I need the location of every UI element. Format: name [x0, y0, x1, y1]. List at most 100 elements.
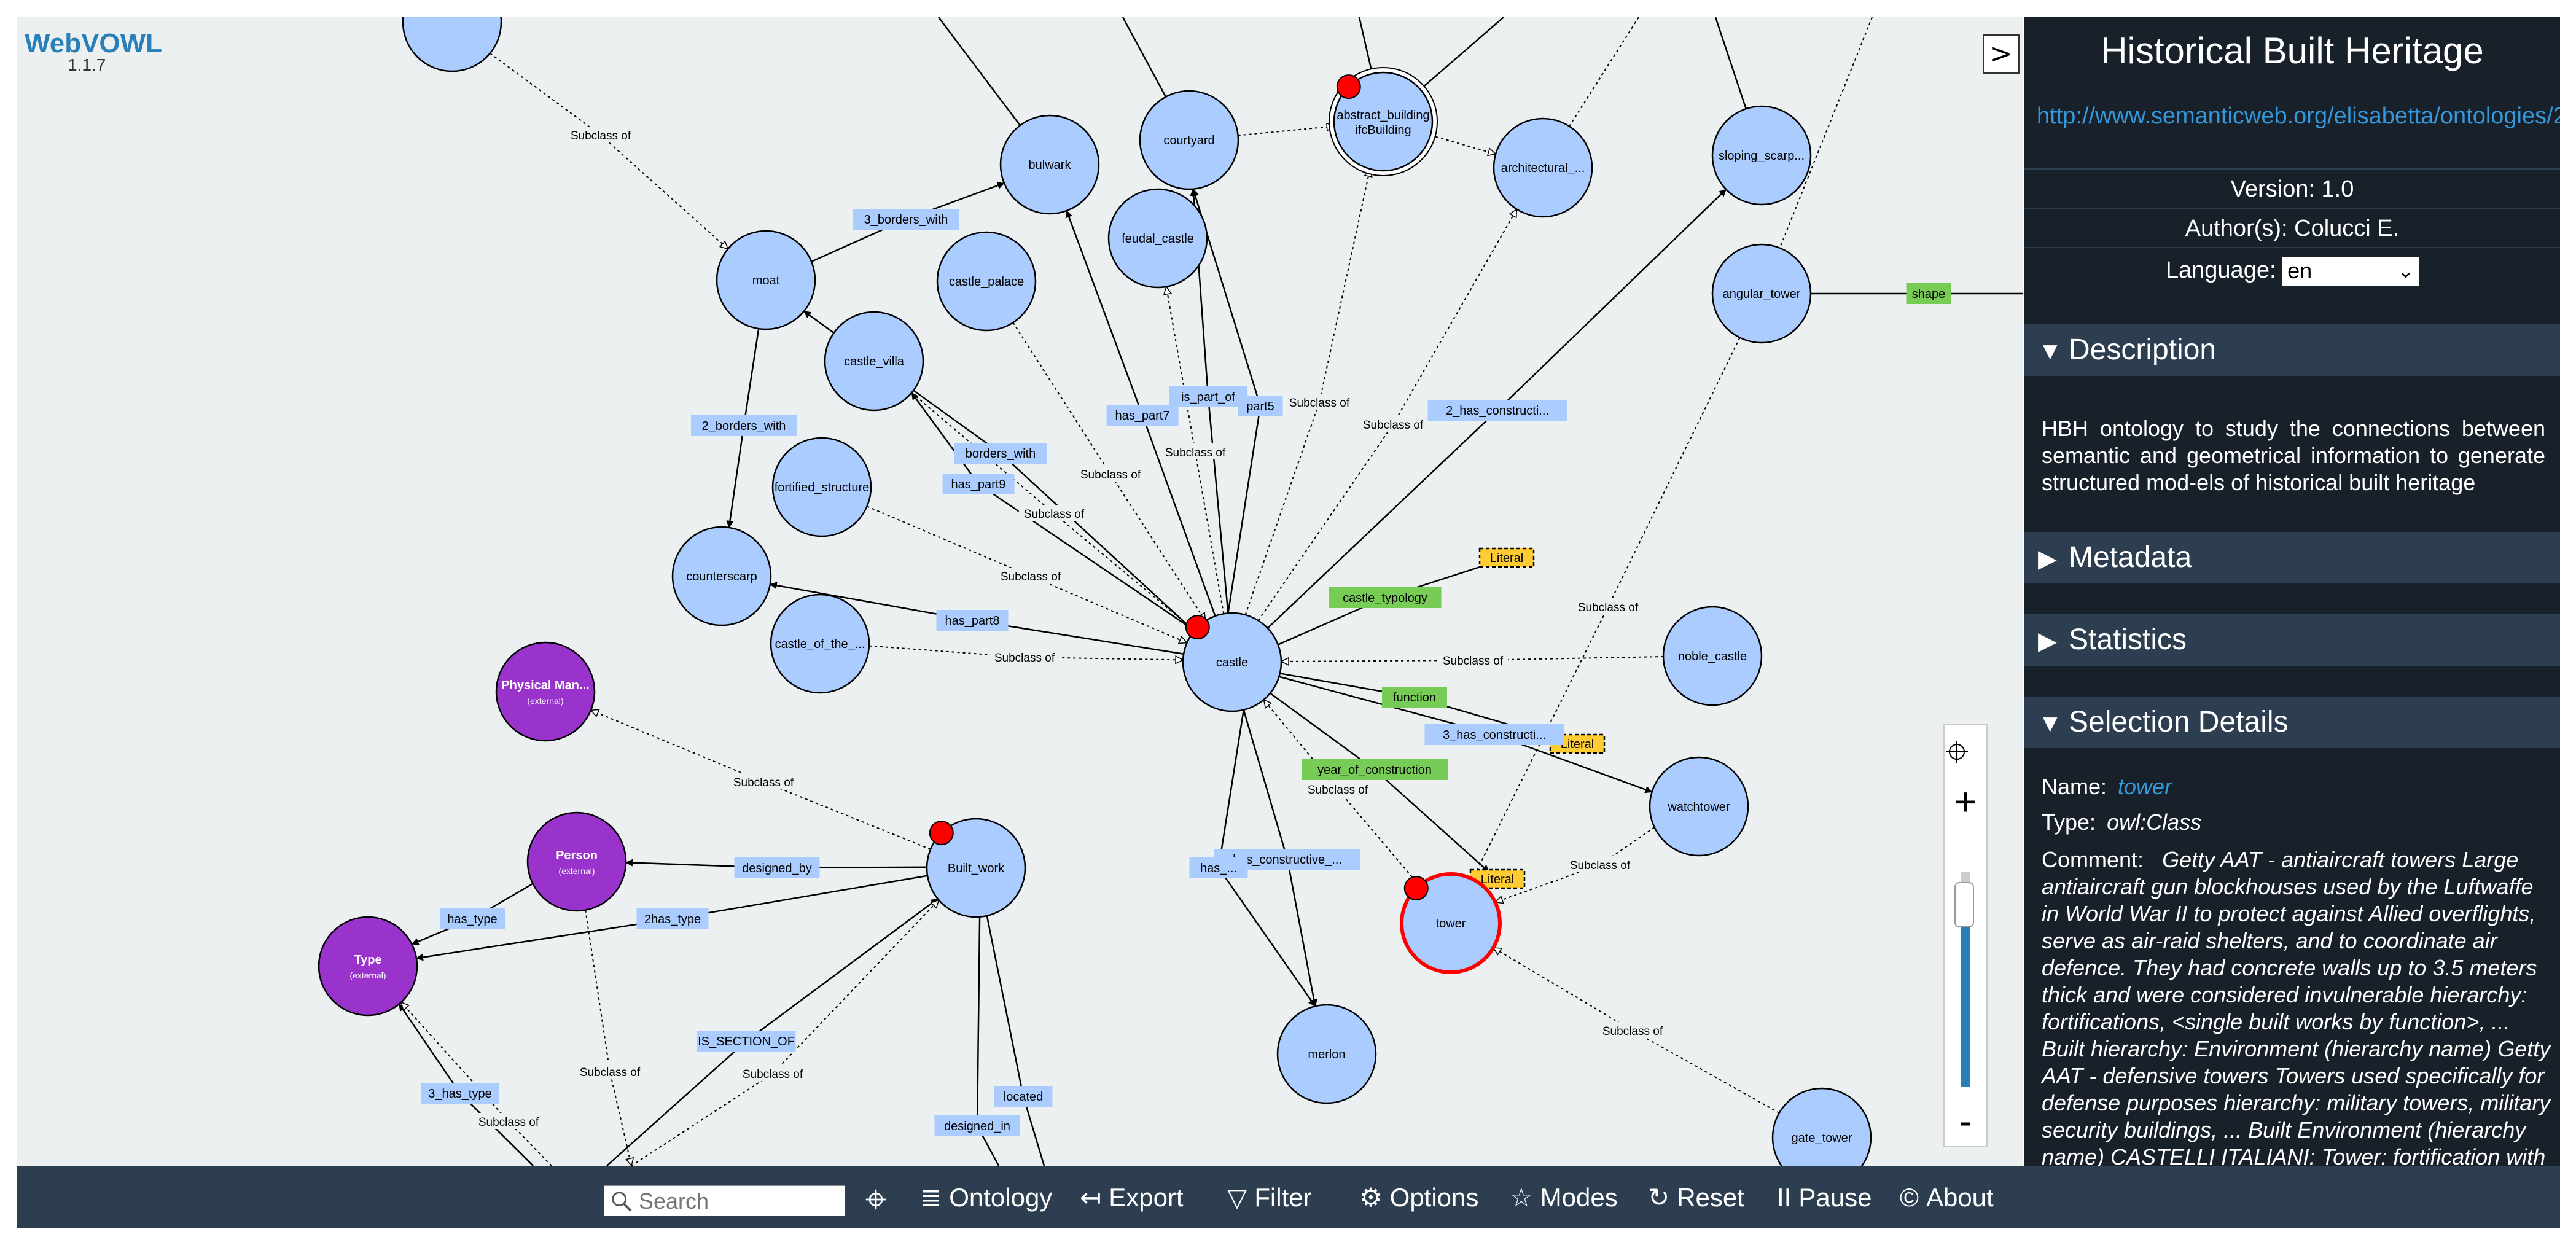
class-node-courtyard[interactable]: courtyard — [1139, 90, 1239, 190]
property-label-box[interactable] — [1106, 405, 1179, 426]
class-circle[interactable] — [824, 311, 924, 412]
class-node-watchtower[interactable]: watchtower — [1649, 756, 1749, 857]
class-circle[interactable] — [1662, 606, 1763, 706]
property-label-box[interactable] — [1169, 386, 1247, 407]
menu-options[interactable]: ⚙Options — [1359, 1178, 1478, 1217]
class-circle[interactable] — [771, 437, 872, 537]
graph-svg[interactable]: LiteralLiteralLiteralmoatbulwarkcastle_p… — [17, 17, 2023, 1166]
property-label[interactable]: is_part_of — [1169, 386, 1247, 407]
class-node-castle_villa[interactable]: castle_villa — [824, 311, 924, 412]
class-circle[interactable] — [1333, 71, 1434, 172]
literal-node[interactable]: Literal — [1478, 547, 1535, 568]
property-label[interactable]: has_part8 — [936, 610, 1009, 631]
menu-ontology[interactable]: ≣Ontology — [920, 1178, 1052, 1217]
property-label[interactable]: 2_borders_with — [691, 415, 797, 436]
class-circle[interactable] — [716, 230, 816, 330]
class-circle[interactable] — [936, 231, 1037, 332]
class-node-merlon[interactable]: merlon — [1276, 1004, 1377, 1104]
property-label[interactable]: 3_has_constructi... — [1424, 724, 1564, 745]
property-label[interactable]: designed_by — [734, 857, 820, 878]
zoom-in-button[interactable]: + — [1954, 779, 1977, 824]
property-label[interactable]: function — [1382, 687, 1447, 708]
property-label[interactable]: borders_with — [954, 443, 1047, 464]
property-label[interactable]: has_type — [440, 908, 505, 929]
property-label[interactable]: has_part9 — [942, 474, 1015, 494]
class-circle[interactable] — [495, 641, 596, 742]
class-circle[interactable] — [1276, 1004, 1377, 1104]
property-label-box[interactable] — [936, 610, 1009, 631]
class-node-top_left[interactable] — [402, 17, 502, 72]
pin-icon[interactable] — [1403, 876, 1429, 901]
class-circle[interactable] — [1493, 117, 1593, 218]
class-circle[interactable] — [671, 526, 772, 626]
property-label-box[interactable] — [734, 857, 820, 878]
class-node-sloping_scarp[interactable]: sloping_scarp... — [1711, 105, 1812, 206]
property-label-box[interactable] — [1906, 283, 1951, 304]
language-select[interactable]: en⌄ — [2282, 257, 2419, 286]
class-circle[interactable] — [318, 916, 418, 1017]
class-circle[interactable] — [999, 114, 1100, 215]
selection-section-header[interactable]: ▼Selection Details — [2024, 697, 2560, 748]
pin-icon[interactable] — [1185, 615, 1210, 640]
class-circle[interactable] — [526, 811, 627, 912]
property-label[interactable]: part5 — [1238, 396, 1283, 416]
property-label[interactable]: 2has_type — [636, 908, 709, 929]
property-label[interactable]: 3_borders_with — [853, 209, 959, 230]
selection-name-link[interactable]: tower — [2118, 774, 2172, 799]
property-label-box[interactable] — [1238, 396, 1283, 416]
property-label[interactable]: designed_in — [934, 1115, 1020, 1136]
menu-reset[interactable]: ↻Reset — [1648, 1178, 1744, 1217]
description-section-header[interactable]: ▼Description — [2024, 324, 2560, 376]
class-node-architectural[interactable]: architectural_... — [1493, 117, 1593, 218]
class-circle[interactable] — [1649, 756, 1749, 857]
class-node-type[interactable]: Type(external) — [318, 916, 418, 1017]
property-label-box[interactable] — [853, 209, 959, 230]
class-node-feudal_castle[interactable]: feudal_castle — [1107, 188, 1208, 289]
property-label[interactable]: 2_has_constructi... — [1427, 400, 1567, 421]
property-label-box[interactable] — [1189, 857, 1248, 878]
search-box[interactable] — [604, 1185, 845, 1216]
property-label[interactable]: IS_SECTION_OF — [697, 1031, 796, 1052]
property-label[interactable]: has_part7 — [1106, 405, 1179, 426]
property-label-box[interactable] — [1329, 587, 1442, 608]
locate-button[interactable] — [1945, 731, 1986, 774]
zoom-out-button[interactable]: - — [1959, 1099, 1972, 1143]
property-label-box[interactable] — [697, 1031, 796, 1052]
class-node-bulwark[interactable]: bulwark — [999, 114, 1100, 215]
property-label[interactable]: castle_typology — [1329, 587, 1442, 608]
class-node-counterscarp[interactable]: counterscarp — [671, 526, 772, 626]
property-label[interactable]: located — [994, 1086, 1053, 1107]
zoom-slider-handle[interactable] — [1954, 881, 1974, 927]
class-circle[interactable] — [1771, 1087, 1872, 1166]
class-node-fortified_structure[interactable]: fortified_structure — [771, 437, 872, 537]
pin-icon[interactable] — [929, 821, 954, 846]
class-node-gate_tower[interactable]: gate_tower — [1771, 1087, 1872, 1166]
class-circle[interactable] — [402, 17, 502, 72]
class-node-tower[interactable]: tower — [1400, 872, 1502, 974]
property-label[interactable]: year_of_construction — [1302, 759, 1448, 780]
class-circle[interactable] — [1182, 612, 1282, 712]
class-circle[interactable] — [926, 818, 1026, 918]
class-node-castle[interactable]: castle — [1182, 612, 1282, 712]
class-node-moat[interactable]: moat — [716, 230, 816, 330]
class-node-castle_palace[interactable]: castle_palace — [936, 231, 1037, 332]
property-label-box[interactable] — [1424, 724, 1564, 745]
property-label-box[interactable] — [1382, 687, 1447, 708]
property-label-box[interactable] — [954, 443, 1047, 464]
property-label-box[interactable] — [1427, 400, 1567, 421]
property-label[interactable]: has_... — [1189, 857, 1248, 878]
class-node-built_work[interactable]: Built_work — [926, 818, 1026, 918]
property-label[interactable]: 3_has_type — [421, 1083, 499, 1104]
class-node-person[interactable]: Person(external) — [526, 811, 627, 912]
class-node-noble_castle[interactable]: noble_castle — [1662, 606, 1763, 706]
menu-export[interactable]: ↤Export — [1080, 1178, 1184, 1217]
class-circle[interactable] — [1711, 243, 1812, 344]
metadata-section-header[interactable]: ▶Metadata — [2024, 532, 2560, 583]
ontology-iri-link[interactable]: http://www.semanticweb.org/elisabetta/on… — [2037, 103, 2560, 129]
class-circle[interactable] — [1711, 105, 1812, 206]
zoom-slider[interactable] — [1954, 872, 1974, 1087]
search-input[interactable] — [638, 1187, 843, 1216]
property-label-box[interactable] — [942, 474, 1015, 494]
property-label-box[interactable] — [1302, 759, 1448, 780]
